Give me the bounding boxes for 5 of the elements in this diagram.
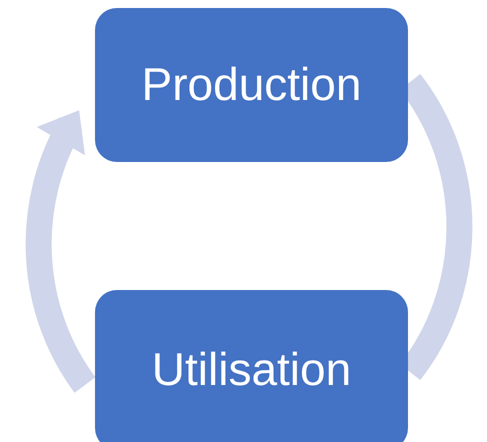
- process-box: [95, 8, 408, 162]
- cycle-arrow: [26, 110, 96, 392]
- box-label: Production: [142, 57, 362, 112]
- box-label: Utilisation: [152, 342, 352, 398]
- process-box: [95, 290, 408, 442]
